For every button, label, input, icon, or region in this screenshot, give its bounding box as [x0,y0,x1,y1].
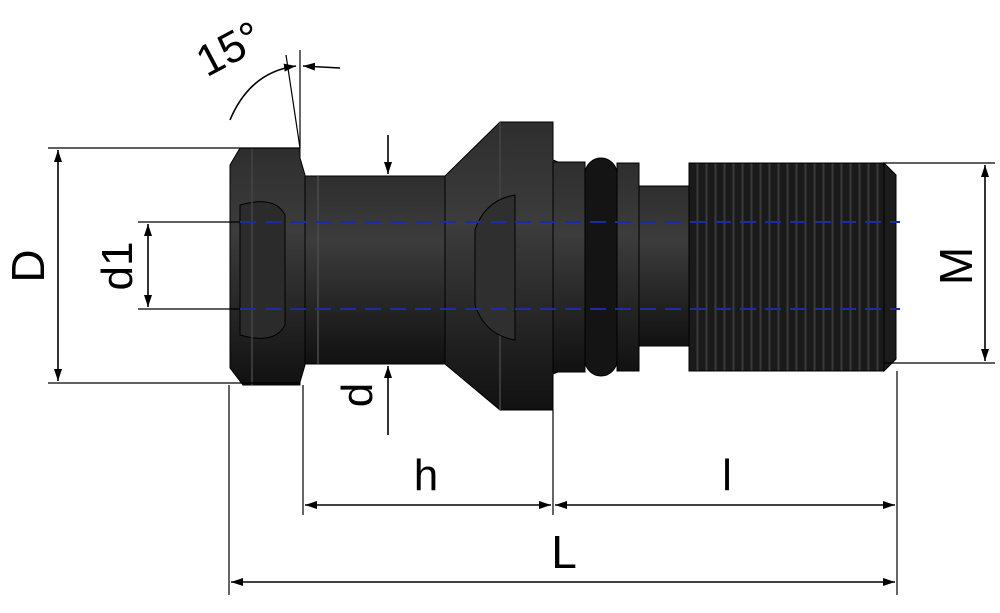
label-M: M [930,247,982,285]
label-d: d [333,383,382,407]
label-h: h [414,451,438,500]
dimension-L: L [228,385,895,595]
bore-centerlines [240,221,900,310]
dimension-angle: 15° [188,12,341,149]
dimension-d: d [333,135,392,435]
label-d1: d1 [93,242,142,291]
label-L: L [551,526,577,578]
label-angle: 15° [188,12,270,87]
dimension-h: h [302,385,554,515]
dimension-D: D [2,147,300,384]
pull-stud-body [229,121,897,411]
label-l: l [722,451,732,500]
dimension-M: M [884,162,995,364]
shoulder [552,161,586,373]
label-D: D [2,249,54,282]
o-ring [584,157,618,377]
thread-chamfer [883,161,897,373]
thread [688,162,885,372]
shank [638,185,690,347]
dimension-l: l [555,371,898,595]
neck [304,175,446,365]
dimension-d1: d1 [93,221,240,310]
